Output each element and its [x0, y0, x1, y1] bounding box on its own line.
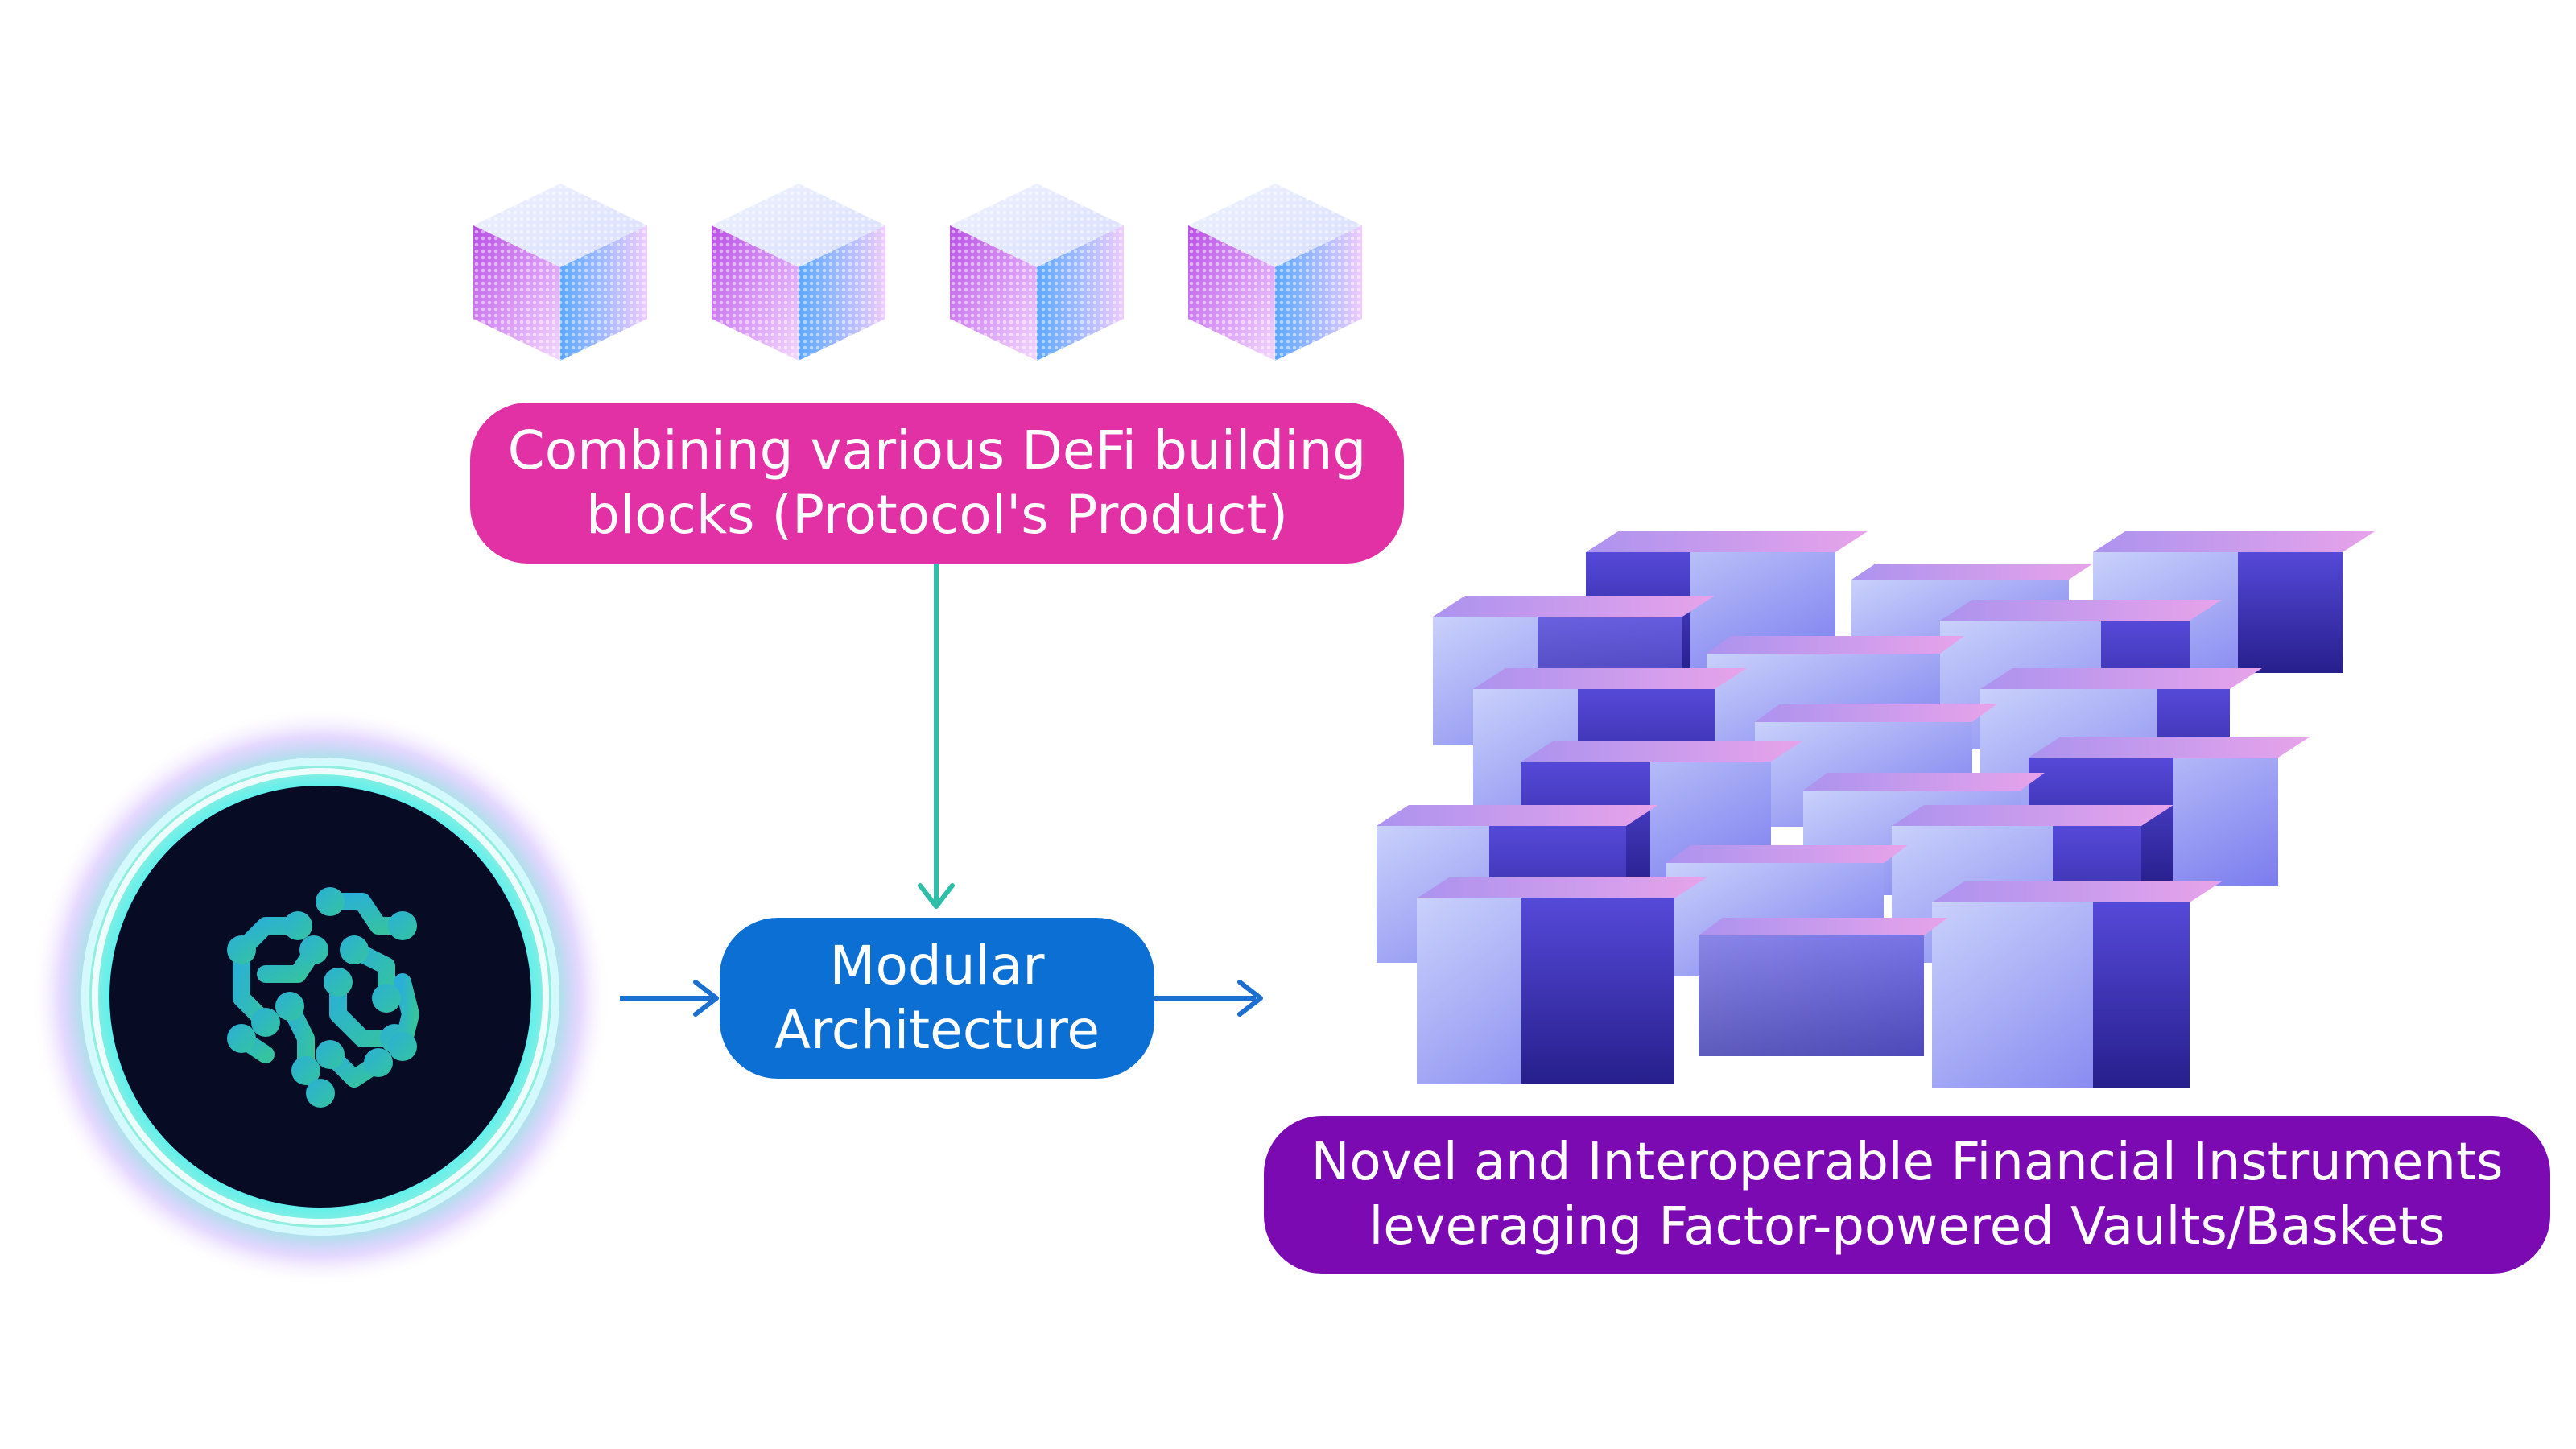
modular-architecture-line2: Architecture — [774, 999, 1100, 1061]
cube-cluster-illustration — [1377, 531, 2375, 1088]
dotted-cube-icon — [473, 184, 647, 361]
modular-architecture-line1: Modular — [829, 935, 1045, 997]
connector-modular-to-cubes — [1154, 980, 1263, 1017]
dotted-cube-icon — [950, 184, 1124, 361]
connector-logo-to-modular — [620, 980, 719, 1017]
dotted-cube-icon — [712, 184, 886, 361]
defi-building-blocks-line2: blocks (Protocol's Product) — [585, 484, 1289, 546]
dotted-cube-icon — [1188, 184, 1362, 361]
modular-architecture-box: Modular Architecture — [720, 918, 1154, 1079]
connector-vertical — [918, 564, 955, 909]
defi-building-blocks-box: Combining various DeFi building blocks (… — [470, 402, 1404, 564]
defi-building-blocks-line1: Combining various DeFi building — [507, 419, 1367, 481]
factor-logo — [31, 707, 610, 1286]
financial-instruments-line2: leveraging Factor-powered Vaults/Baskets — [1368, 1197, 2446, 1257]
financial-instruments-box: Novel and Interoperable Financial Instru… — [1264, 1116, 2550, 1274]
financial-instruments-line1: Novel and Interoperable Financial Instru… — [1311, 1133, 2504, 1192]
